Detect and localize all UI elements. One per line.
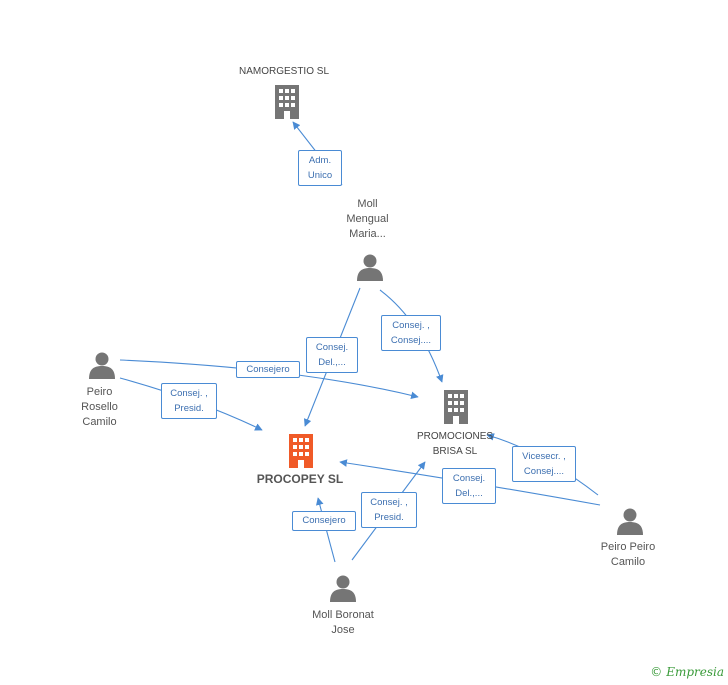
edge-label-mb-proc[interactable]: Consejero bbox=[292, 511, 356, 531]
peiro-rosello-label[interactable]: Peiro Rosello Camilo bbox=[81, 386, 118, 428]
edge-label-mm-proc[interactable]: Consej. Del.,... bbox=[306, 337, 358, 373]
peiro-peiro-person-icon[interactable] bbox=[617, 508, 643, 536]
promociones-label[interactable]: PROMOCIONES BRISA SL bbox=[416, 431, 494, 457]
edge-label-pp-prom[interactable]: Vicesecr. , Consej.... bbox=[512, 446, 576, 482]
empresia-brand: ©Empresia bbox=[650, 665, 724, 679]
procopey-building-icon[interactable] bbox=[289, 434, 313, 468]
brand-name: Empresia bbox=[666, 665, 724, 679]
moll-boronat-label[interactable]: Moll Boronat Jose bbox=[312, 609, 374, 636]
moll-boronat-person-icon[interactable] bbox=[330, 575, 356, 603]
edge-label-mm-nam[interactable]: Adm. Unico bbox=[298, 150, 342, 186]
peiro-rosello-person-icon[interactable] bbox=[89, 352, 115, 380]
namorgestio-label[interactable]: NAMORGESTIO SL bbox=[238, 66, 329, 77]
edge-label-pp-proc[interactable]: Consej. Del.,... bbox=[442, 468, 496, 504]
moll-mengual-label[interactable]: Moll Mengual Maria... bbox=[346, 198, 389, 240]
peiro-peiro-label[interactable]: Peiro Peiro Camilo bbox=[600, 541, 656, 568]
edge-label-pr-proc[interactable]: Consej. , Presid. bbox=[161, 383, 217, 419]
promociones-building-icon[interactable] bbox=[444, 390, 468, 424]
procopey-label[interactable]: PROCOPEY SL bbox=[256, 472, 344, 486]
namorgestio-building-icon[interactable] bbox=[275, 85, 299, 119]
edge-label-mm-prom[interactable]: Consej. , Consej.... bbox=[381, 315, 441, 351]
edge-label-mb-prom[interactable]: Consej. , Presid. bbox=[361, 492, 417, 528]
edge-label-pr-prom[interactable]: Consejero bbox=[236, 361, 300, 378]
moll-mengual-person-icon[interactable] bbox=[357, 254, 383, 282]
copyright-symbol: © bbox=[650, 665, 663, 679]
